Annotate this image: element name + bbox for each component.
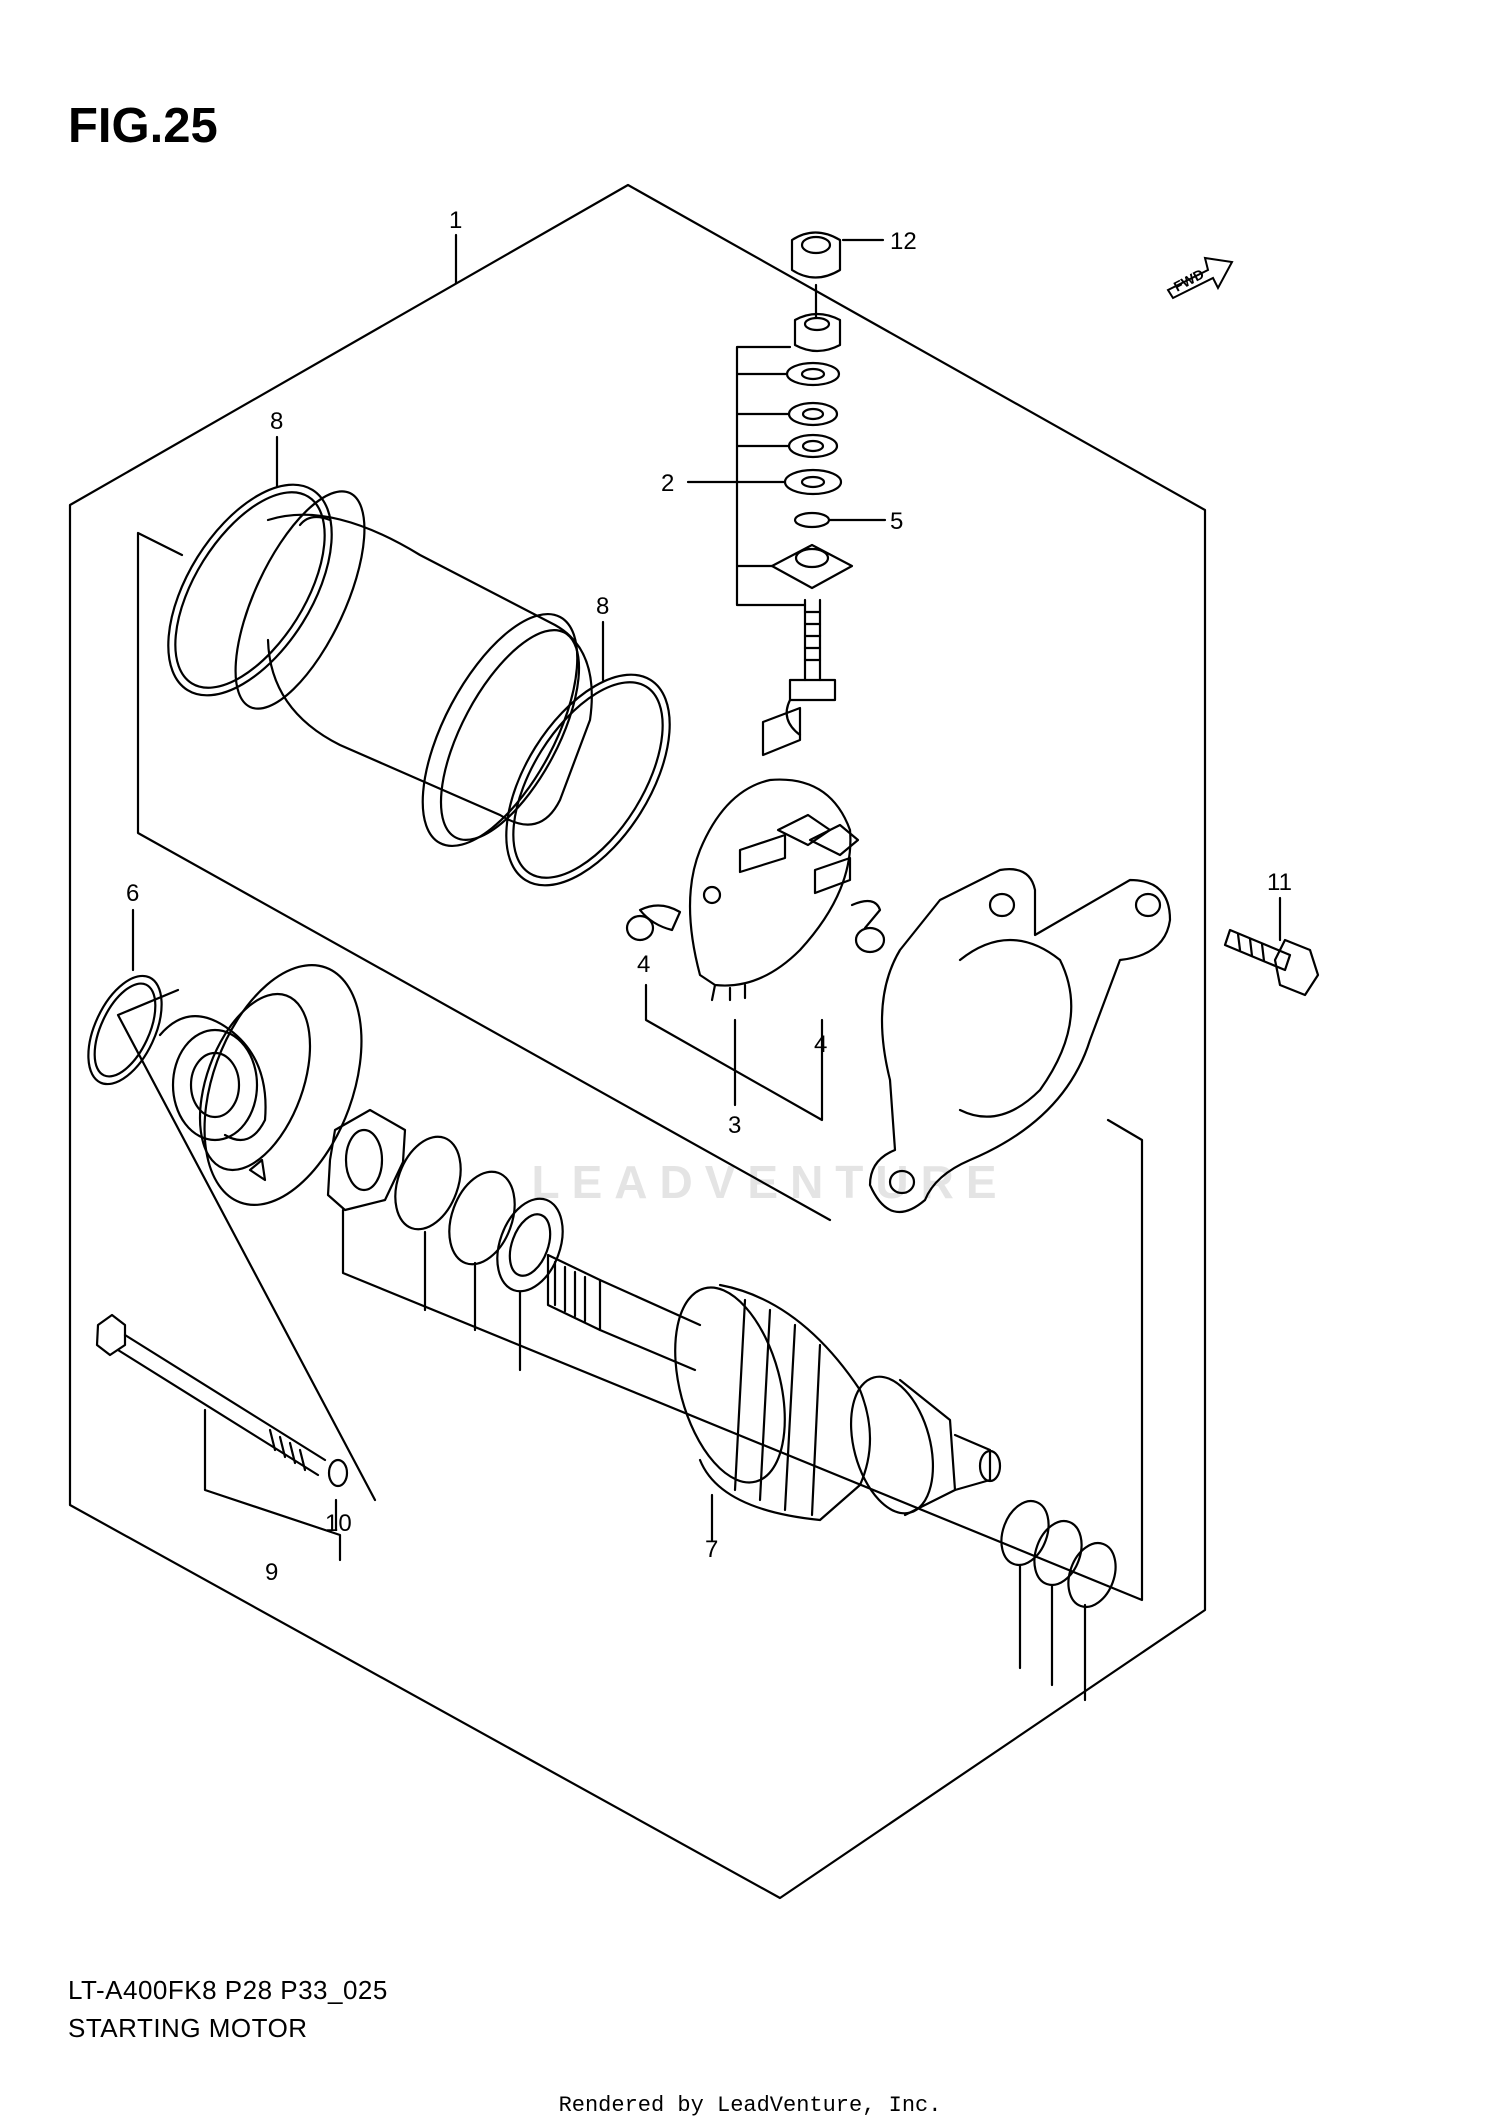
armature bbox=[546, 1253, 1002, 1522]
o-ring-6 bbox=[87, 974, 163, 1086]
shim-lines bbox=[1018, 1563, 1087, 1702]
callout-11: 11 bbox=[1267, 869, 1292, 896]
washer-leader-lines bbox=[341, 1208, 522, 1372]
callout-6: 6 bbox=[126, 880, 139, 907]
bracket-4-3 bbox=[644, 983, 824, 1122]
callout-3: 3 bbox=[728, 1112, 741, 1139]
front-housing bbox=[868, 868, 1172, 1214]
o-ring-rear bbox=[167, 483, 333, 697]
section-name: STARTING MOTOR bbox=[68, 2013, 308, 2043]
assembly-boundary bbox=[68, 183, 1207, 1900]
washer-c bbox=[496, 1197, 564, 1293]
motor-yoke bbox=[234, 490, 593, 848]
insulator-plate bbox=[326, 1108, 407, 1212]
callout-10: 10 bbox=[325, 1510, 352, 1537]
callout-5: 5 bbox=[890, 508, 903, 535]
yoke-group-boundary bbox=[136, 531, 832, 1222]
shim-washer-1 bbox=[1000, 1499, 1050, 1567]
brush-holder-plate bbox=[625, 778, 886, 1002]
bolt-11 bbox=[1223, 928, 1320, 997]
armature-group-bracket bbox=[341, 1118, 1144, 1602]
shim-washer-3 bbox=[1067, 1541, 1117, 1609]
terminal-stack bbox=[761, 231, 854, 757]
shim-washer-2 bbox=[1033, 1519, 1083, 1587]
washer-b bbox=[448, 1170, 516, 1266]
o-ring-6-inner bbox=[93, 982, 157, 1078]
o-ring-rear-inner bbox=[174, 491, 326, 689]
callout-7: 7 bbox=[705, 1536, 718, 1563]
figure-title: FIG.25 bbox=[68, 99, 218, 153]
fwd-arrow: FWD bbox=[1166, 256, 1234, 300]
o-ring-front bbox=[505, 673, 671, 887]
callout-4-left: 4 bbox=[637, 951, 650, 978]
callout-8-upper: 8 bbox=[270, 408, 283, 435]
o-ring-front-inner bbox=[512, 681, 664, 879]
callout-8-lower: 8 bbox=[596, 593, 609, 620]
bolt-group-lines bbox=[116, 988, 377, 1502]
rendered-by-credit: Rendered by LeadVenture, Inc. bbox=[558, 2093, 942, 2118]
rear-cover bbox=[158, 964, 363, 1206]
washer-a bbox=[394, 1135, 462, 1231]
callout-2: 2 bbox=[661, 470, 674, 497]
washer-c-inner bbox=[508, 1213, 552, 1277]
through-bolt bbox=[95, 1313, 327, 1477]
callout-12: 12 bbox=[890, 228, 917, 255]
model-code: LT-A400FK8 P28 P33_025 bbox=[68, 1975, 388, 2005]
callout-9: 9 bbox=[265, 1559, 278, 1586]
bolt-bracket-9 bbox=[203, 1408, 342, 1562]
leader-2 bbox=[686, 345, 807, 607]
callout-4-right: 4 bbox=[814, 1031, 827, 1058]
callout-1: 1 bbox=[449, 207, 462, 234]
washer-10 bbox=[327, 1458, 349, 1488]
